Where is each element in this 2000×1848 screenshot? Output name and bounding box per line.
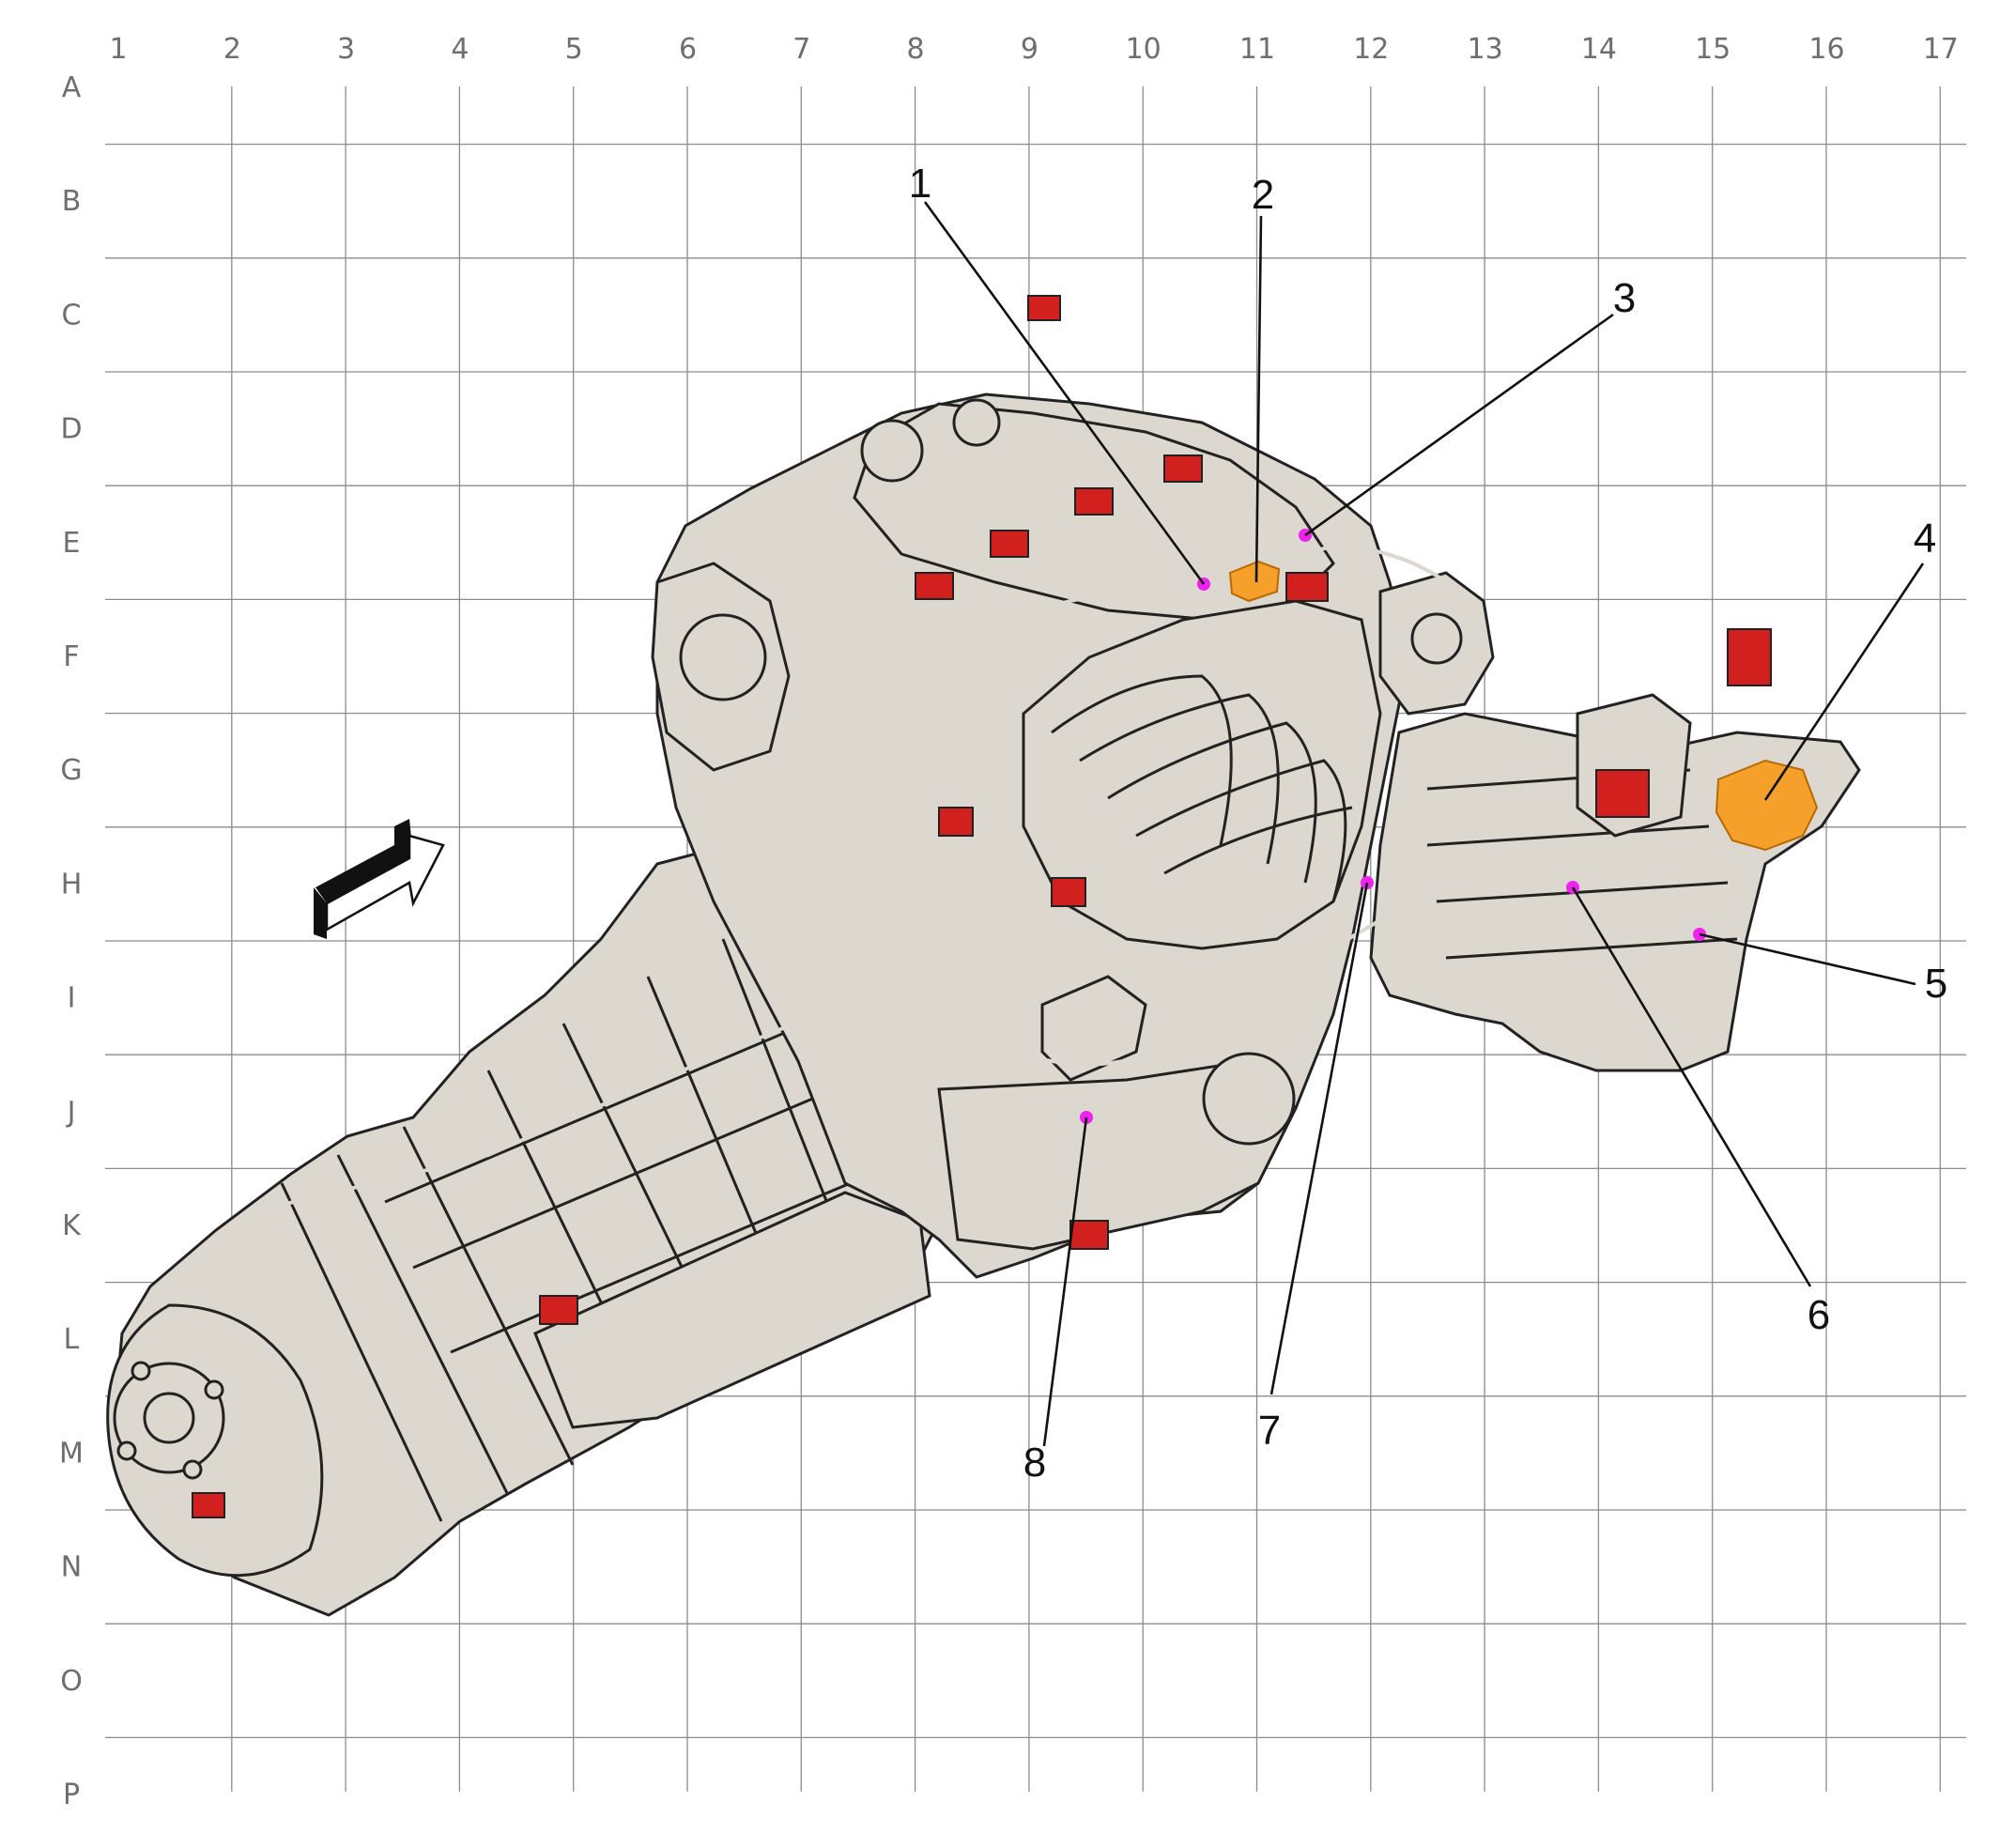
column-label: 15: [1695, 33, 1731, 66]
intake-manifold: [1022, 599, 1382, 950]
harness-connector: [192, 1492, 225, 1518]
front-arrow-icon: [314, 819, 445, 939]
harness-engine-top-core: [918, 542, 1448, 659]
harness-trunk-core: [252, 871, 1692, 1213]
callout-7: 7: [1258, 1408, 1281, 1454]
leader-lines: [923, 201, 1925, 1447]
leader-line-5: [1699, 932, 1916, 986]
leader-line-4: [1763, 562, 1925, 801]
front-arrow-shadow: [315, 819, 413, 903]
column-label: 12: [1353, 33, 1389, 66]
callout-6: 6: [1808, 1292, 1830, 1338]
row-label: H: [61, 868, 83, 901]
front-arrow-body: [325, 834, 445, 932]
column-label: 6: [679, 33, 697, 66]
leader-line-1: [923, 201, 1206, 585]
pulley: [860, 419, 924, 483]
column-label: 13: [1468, 33, 1503, 66]
harness-connector: [990, 530, 1029, 558]
column-label: 8: [907, 33, 925, 66]
harness-connector: [1074, 487, 1114, 516]
callout-4: 4: [1914, 516, 1936, 562]
column-label: 7: [792, 33, 810, 66]
leader-line-7: [1269, 882, 1369, 1395]
row-label: J: [66, 1096, 76, 1129]
row-label: D: [60, 413, 82, 446]
column-label: 16: [1808, 33, 1844, 66]
harness-connector: [1027, 295, 1061, 321]
column-label: 10: [1126, 33, 1162, 66]
callout-8: 8: [1023, 1440, 1046, 1486]
flange-bolt: [204, 1379, 224, 1400]
row-label: C: [62, 299, 82, 331]
column-label: 9: [1021, 33, 1038, 66]
row-label: G: [60, 754, 82, 787]
front-arrow-shadow-side: [314, 887, 327, 939]
row-label: L: [64, 1323, 80, 1356]
column-label: 3: [337, 33, 355, 66]
row-label: M: [59, 1437, 84, 1470]
row-labels: A B C D E F G H I J K L M N O P: [59, 71, 84, 1811]
row-label: B: [62, 185, 82, 218]
row-label: A: [62, 71, 82, 104]
flange-bolt: [116, 1440, 137, 1461]
column-label: 5: [565, 33, 583, 66]
highlighted-component-4: [1715, 759, 1819, 852]
flywheel-cover: [1202, 1052, 1296, 1146]
harness-connector: [1163, 454, 1203, 483]
harness-connector: [915, 572, 954, 600]
column-label: 4: [451, 33, 469, 66]
bulkhead-panel-ribs: [1426, 768, 1738, 960]
callout-3: 3: [1613, 275, 1636, 321]
leader-line-2: [1254, 215, 1263, 583]
column-label: 17: [1923, 33, 1959, 66]
callout-2: 2: [1252, 172, 1274, 218]
callout-labels: 1 2 3 4 5 6 7 8: [909, 161, 1947, 1486]
column-label: 1: [109, 33, 127, 66]
leader-line-6: [1571, 886, 1812, 1287]
harness-connector: [539, 1295, 578, 1325]
pulley: [952, 398, 1001, 447]
flange-bolt: [131, 1361, 151, 1381]
harness-connector: [1727, 628, 1772, 686]
powertrain-drawing: [106, 393, 1861, 1617]
row-label: P: [63, 1779, 80, 1811]
callout-1: 1: [909, 161, 931, 207]
callout-5: 5: [1925, 961, 1947, 1007]
leader-line-3: [1304, 313, 1614, 537]
column-label: 2: [223, 33, 241, 66]
highlighted-component-2: [1228, 560, 1281, 603]
transmission-ribs: [280, 938, 940, 1522]
starter-motor: [1040, 975, 1147, 1082]
output-flange-hub: [143, 1392, 195, 1444]
column-label: 11: [1239, 33, 1275, 66]
harness-connector: [1069, 1220, 1109, 1250]
harness-connector: [1285, 572, 1329, 602]
pulley: [679, 613, 767, 701]
harness-connector: [938, 807, 974, 837]
row-label: N: [61, 1551, 82, 1584]
column-label: 14: [1581, 33, 1617, 66]
leader-line-8: [1042, 1116, 1088, 1447]
transmission-pan: [533, 1191, 931, 1429]
wiring-harness: [192, 295, 1772, 1518]
harness-connector: [1051, 877, 1086, 907]
flange-bolt: [182, 1459, 203, 1480]
row-label: O: [60, 1665, 83, 1698]
row-label: F: [63, 640, 79, 673]
row-label: E: [63, 527, 81, 560]
intake-runners: [1051, 674, 1353, 902]
harness-connector: [1595, 769, 1650, 818]
throttle-bore: [1410, 612, 1463, 665]
row-label: K: [62, 1209, 82, 1242]
row-label: I: [68, 982, 76, 1015]
